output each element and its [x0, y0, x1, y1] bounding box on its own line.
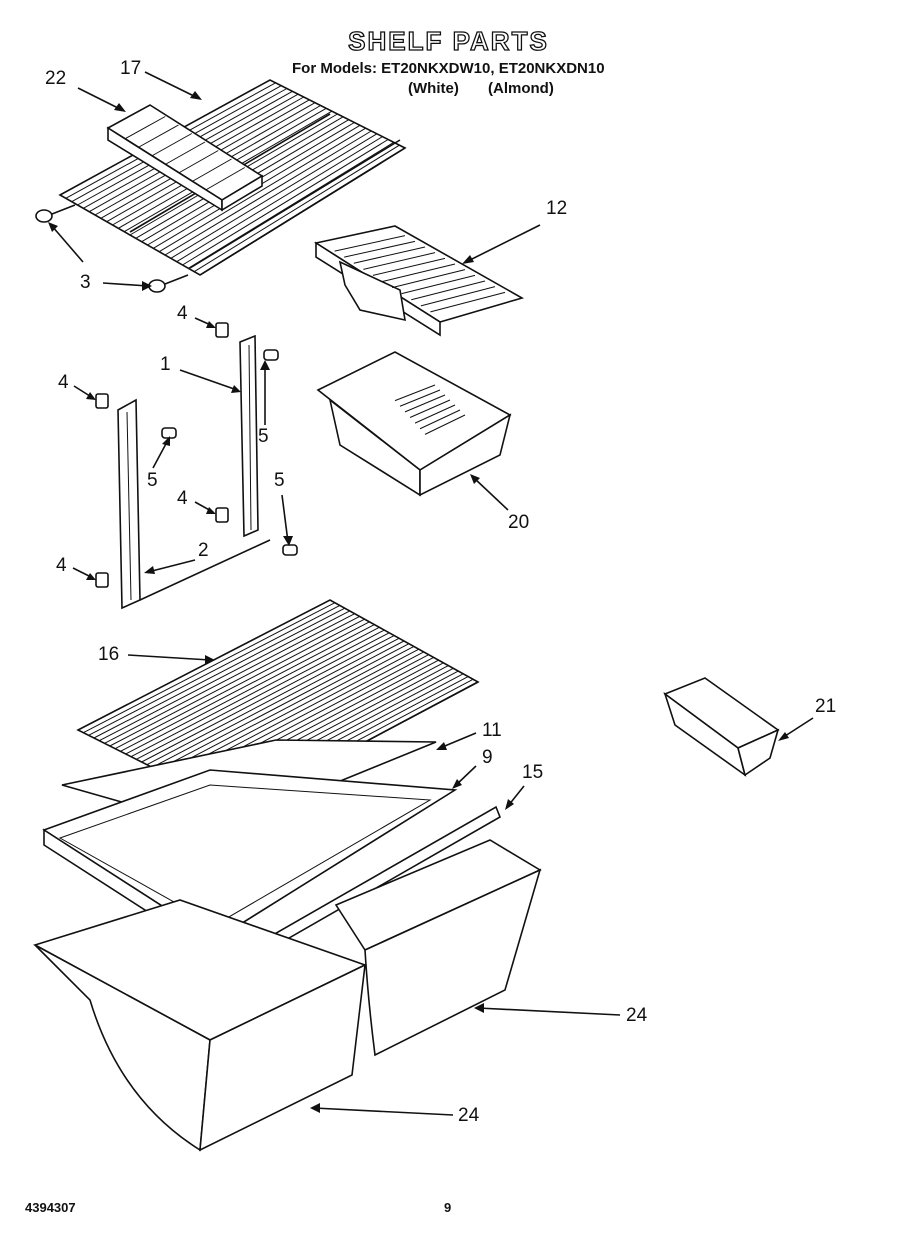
callout-2: 2 — [198, 540, 209, 561]
finish-white: (White) — [408, 80, 459, 97]
callout-4: 4 — [56, 555, 67, 576]
meat-pan-cover — [313, 225, 525, 337]
page-number: 9 — [444, 1200, 452, 1215]
document-number: 4394307 — [25, 1200, 76, 1215]
shelf-support-left — [35, 204, 76, 223]
callout-11: 11 — [482, 720, 502, 741]
page-title: SHELF PARTS — [348, 25, 549, 56]
model-numbers: For Models: ET20NKXDW10, ET20NKXDN10 — [292, 60, 605, 77]
meat-pan — [316, 351, 512, 497]
callout-3: 3 — [80, 272, 91, 293]
callout-4: 4 — [177, 303, 188, 324]
callout-4: 4 — [58, 372, 69, 393]
rail-clips — [95, 322, 229, 588]
callout-24: 24 — [626, 1005, 648, 1026]
callout-5: 5 — [274, 470, 285, 491]
callout-15: 15 — [522, 762, 544, 783]
callout-20: 20 — [508, 512, 530, 533]
utility-bin — [663, 677, 780, 777]
callout-16: 16 — [98, 644, 120, 665]
callout-12: 12 — [546, 198, 568, 219]
callout-24: 24 — [458, 1105, 480, 1126]
callout-4: 4 — [177, 488, 188, 509]
rail-screws — [161, 349, 298, 556]
callout-5: 5 — [147, 470, 158, 491]
callout-21: 21 — [815, 696, 837, 717]
finish-almond: (Almond) — [488, 80, 554, 97]
crisper-pan-right — [334, 839, 542, 1057]
leader-lines — [48, 71, 814, 1116]
callout-5: 5 — [258, 426, 269, 447]
callout-22: 22 — [45, 68, 67, 89]
callout-1: 1 — [160, 354, 171, 375]
callout-17: 17 — [120, 58, 142, 79]
ice-cube-tray — [106, 104, 264, 212]
shelf-support-right — [148, 274, 189, 293]
crisper-pan-left — [32, 899, 368, 1152]
shelf-rail-right — [239, 334, 259, 538]
callout-9: 9 — [482, 747, 493, 768]
shelf-rail-left — [117, 398, 271, 610]
